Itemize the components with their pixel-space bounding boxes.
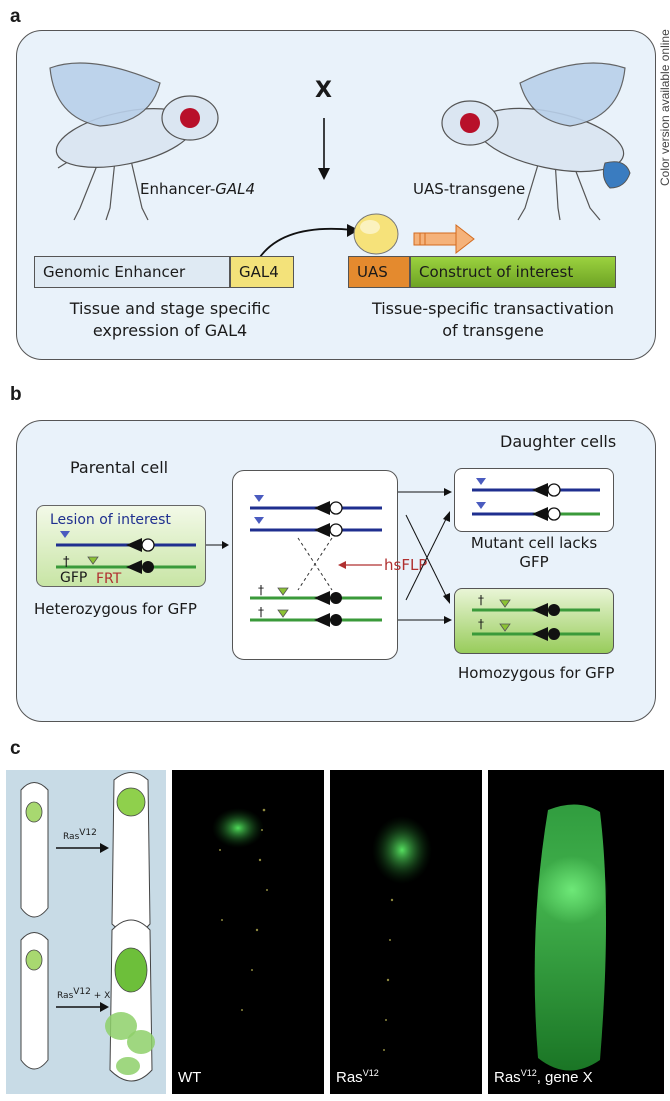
mutant-label-line1: Mutant cell lacks [470,534,598,552]
ras-x-superscript: V12 [73,987,91,997]
hsflp-label: hsFLP [384,556,428,574]
mutant-chromosomes [472,478,600,521]
photo-ras-superscript: V12 [362,1068,379,1078]
daughter-cells-label: Daughter cells [500,432,617,451]
panel-b-letter: b [10,384,22,405]
caption-left-line1: Tissue and stage specific [69,299,271,318]
dagger-mark-homo-1: † [478,593,484,607]
enhancer-gal4-label: Enhancer-GAL4 [140,180,255,198]
frt-label: FRT [96,571,122,587]
gal4-text: GAL4 [239,263,279,281]
mutant-label-line2: GFP [519,553,549,571]
mutant-cell-label: Mutant cell lacks GFP [454,534,614,572]
construct-text: Construct of interest [419,263,574,281]
dagger-mark-homo-2: † [478,617,484,631]
lesion-label: Lesion of interest [50,512,171,528]
dagger-mark-mid-2: † [258,605,264,619]
panel-c-letter: c [10,738,21,759]
fly-left-illustration [49,62,219,221]
parental-chromosomes [56,531,196,574]
photo-ras-image [372,816,432,1051]
caption-right: Tissue-specific transactivation of trans… [358,298,628,342]
ras-x-arrow-label: RasV12 + X [57,987,110,1001]
cross-symbol: X [315,78,332,103]
ras-superscript: V12 [79,828,97,838]
construct-bar: Construct of interest [410,256,616,288]
fly-right-illustration [441,62,631,221]
gal4-binding-arrow [259,224,359,258]
caption-right-line2: of transgene [442,321,544,340]
uas-text: UAS [357,263,388,281]
photo-ras-x-suffix: , gene X [536,1069,593,1086]
photo-ras-label: RasV12 [336,1068,379,1086]
photo-ras-text: Ras [336,1069,363,1086]
uas-bar: UAS [348,256,410,288]
parental-cell-label: Parental cell [70,458,169,477]
ras-text: Ras [63,832,80,842]
color-version-note: Color version available online [658,29,670,186]
homozygous-chromosomes [472,599,600,641]
genomic-enhancer-bar: Genomic Enhancer [34,256,230,288]
transcription-arrow-icon [413,223,475,255]
uas-transgene-label: UAS-transgene [413,180,526,198]
daughter-cell-homozygous [454,588,614,654]
photo-ras-gene-x: RasV12, gene X [488,770,664,1094]
homozygous-label: Homozygous for GFP [458,664,615,682]
dagger-mark-parental: † [63,555,70,570]
cross-down-arrow [318,118,330,180]
gfp-label: GFP [60,570,88,586]
photo-wt-image [212,808,268,1011]
parent-to-middle-arrow [206,541,229,549]
ras-x-suffix: + X [90,991,111,1001]
panel-a-letter: a [10,6,21,27]
gal4-protein-icon [353,213,399,255]
photo-ras: RasV12 [330,770,482,1094]
enhancer-label-text: Enhancer- [140,180,216,198]
heterozygous-label: Heterozygous for GFP [34,600,197,618]
dagger-mark-mid-1: † [258,583,264,597]
photo-wt-label: WT [178,1069,202,1086]
genomic-enhancer-text: Genomic Enhancer [43,263,186,281]
division-arrows [398,488,452,624]
caption-right-line1: Tissue-specific transactivation [371,299,615,318]
photo-ras-gene-x-label: RasV12, gene X [494,1068,593,1086]
dividing-cell-chromosomes [250,495,382,627]
ras-arrow-label: RasV12 [63,828,97,842]
ras-x-text: Ras [57,991,74,1001]
larvae-schematic [20,772,155,1082]
gal4-italic-text: GAL4 [215,180,256,198]
photo-ras-gene-x-image [534,804,608,1071]
caption-left: Tissue and stage specific expression of … [50,298,290,342]
photo-wt: WT [172,770,324,1094]
caption-left-line2: expression of GAL4 [92,321,248,340]
photo-ras-x-text: Ras [494,1069,521,1086]
gal4-bar: GAL4 [230,256,294,288]
photo-ras-x-superscript: V12 [520,1068,537,1078]
